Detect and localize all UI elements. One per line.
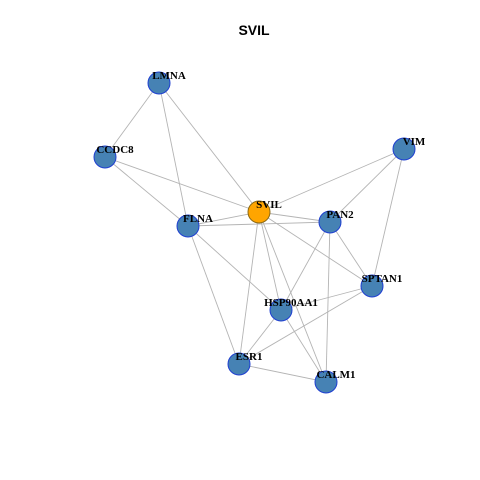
node-esr1: ESR1 <box>227 351 263 376</box>
node-flna: FLNA <box>176 213 213 238</box>
edge-svil-calm1 <box>258 211 327 383</box>
edge-esr1-calm1 <box>238 363 327 383</box>
node-label-esr1: ESR1 <box>236 351 263 363</box>
node-lmna: LMNA <box>147 70 186 95</box>
node-label-flna: FLNA <box>183 213 213 225</box>
edge-vim-pan2 <box>329 148 405 223</box>
node-sptan1: SPTAN1 <box>360 273 403 298</box>
node-circle-flna <box>176 214 200 238</box>
edge-ccdc8-svil <box>104 156 260 213</box>
node-circle-pan2 <box>318 210 342 234</box>
graph-title: SVIL <box>238 22 270 38</box>
node-label-vim: VIM <box>403 136 426 148</box>
node-label-lmna: LMNA <box>152 70 186 82</box>
node-circle-lmna <box>147 71 171 95</box>
edge-lmna-ccdc8 <box>104 82 160 158</box>
edge-flna-esr1 <box>187 225 240 365</box>
node-circle-calm1 <box>314 370 338 394</box>
node-pan2: PAN2 <box>318 209 354 234</box>
node-label-hsp90aa1: HSP90AA1 <box>264 297 318 309</box>
node-vim: VIM <box>392 136 426 161</box>
edge-svil-hsp90aa1 <box>258 211 282 311</box>
node-circle-esr1 <box>227 352 251 376</box>
edge-layer <box>104 82 405 383</box>
edge-pan2-sptan1 <box>329 221 373 287</box>
edge-pan2-hsp90aa1 <box>280 221 331 311</box>
edge-flna-hsp90aa1 <box>187 225 282 311</box>
edge-svil-esr1 <box>238 211 260 365</box>
edge-lmna-flna <box>158 82 189 227</box>
node-label-pan2: PAN2 <box>326 209 354 221</box>
node-calm1: CALM1 <box>314 369 356 394</box>
node-circle-hsp90aa1 <box>269 298 293 322</box>
edge-vim-svil <box>258 148 405 213</box>
node-label-ccdc8: CCDC8 <box>96 144 134 156</box>
node-circle-svil <box>247 200 271 224</box>
edge-flna-pan2 <box>187 221 331 227</box>
node-label-sptan1: SPTAN1 <box>362 273 403 285</box>
node-circle-sptan1 <box>360 274 384 298</box>
node-circle-vim <box>392 137 416 161</box>
node-svil: SVIL <box>247 199 282 224</box>
edge-vim-sptan1 <box>371 148 405 287</box>
edge-sptan1-esr1 <box>238 285 373 365</box>
edge-lmna-svil <box>158 82 260 213</box>
edge-svil-sptan1 <box>258 211 373 287</box>
node-layer: SVIL LMNA CCDC8 VIM FLNA PAN2SPTAN1HSP90AA1ES… <box>93 70 426 394</box>
edge-pan2-calm1 <box>325 221 331 383</box>
edge-svil-pan2 <box>258 211 331 223</box>
node-circle-ccdc8 <box>93 145 117 169</box>
edge-hsp90aa1-calm1 <box>280 309 327 383</box>
node-label-svil: SVIL <box>256 199 282 211</box>
edge-sptan1-hsp90aa1 <box>280 285 373 311</box>
node-label-calm1: CALM1 <box>316 369 355 381</box>
node-ccdc8: CCDC8 <box>93 144 134 169</box>
node-hsp90aa1: HSP90AA1 <box>264 297 318 322</box>
edge-svil-flna <box>187 211 260 227</box>
edge-ccdc8-flna <box>104 156 189 227</box>
